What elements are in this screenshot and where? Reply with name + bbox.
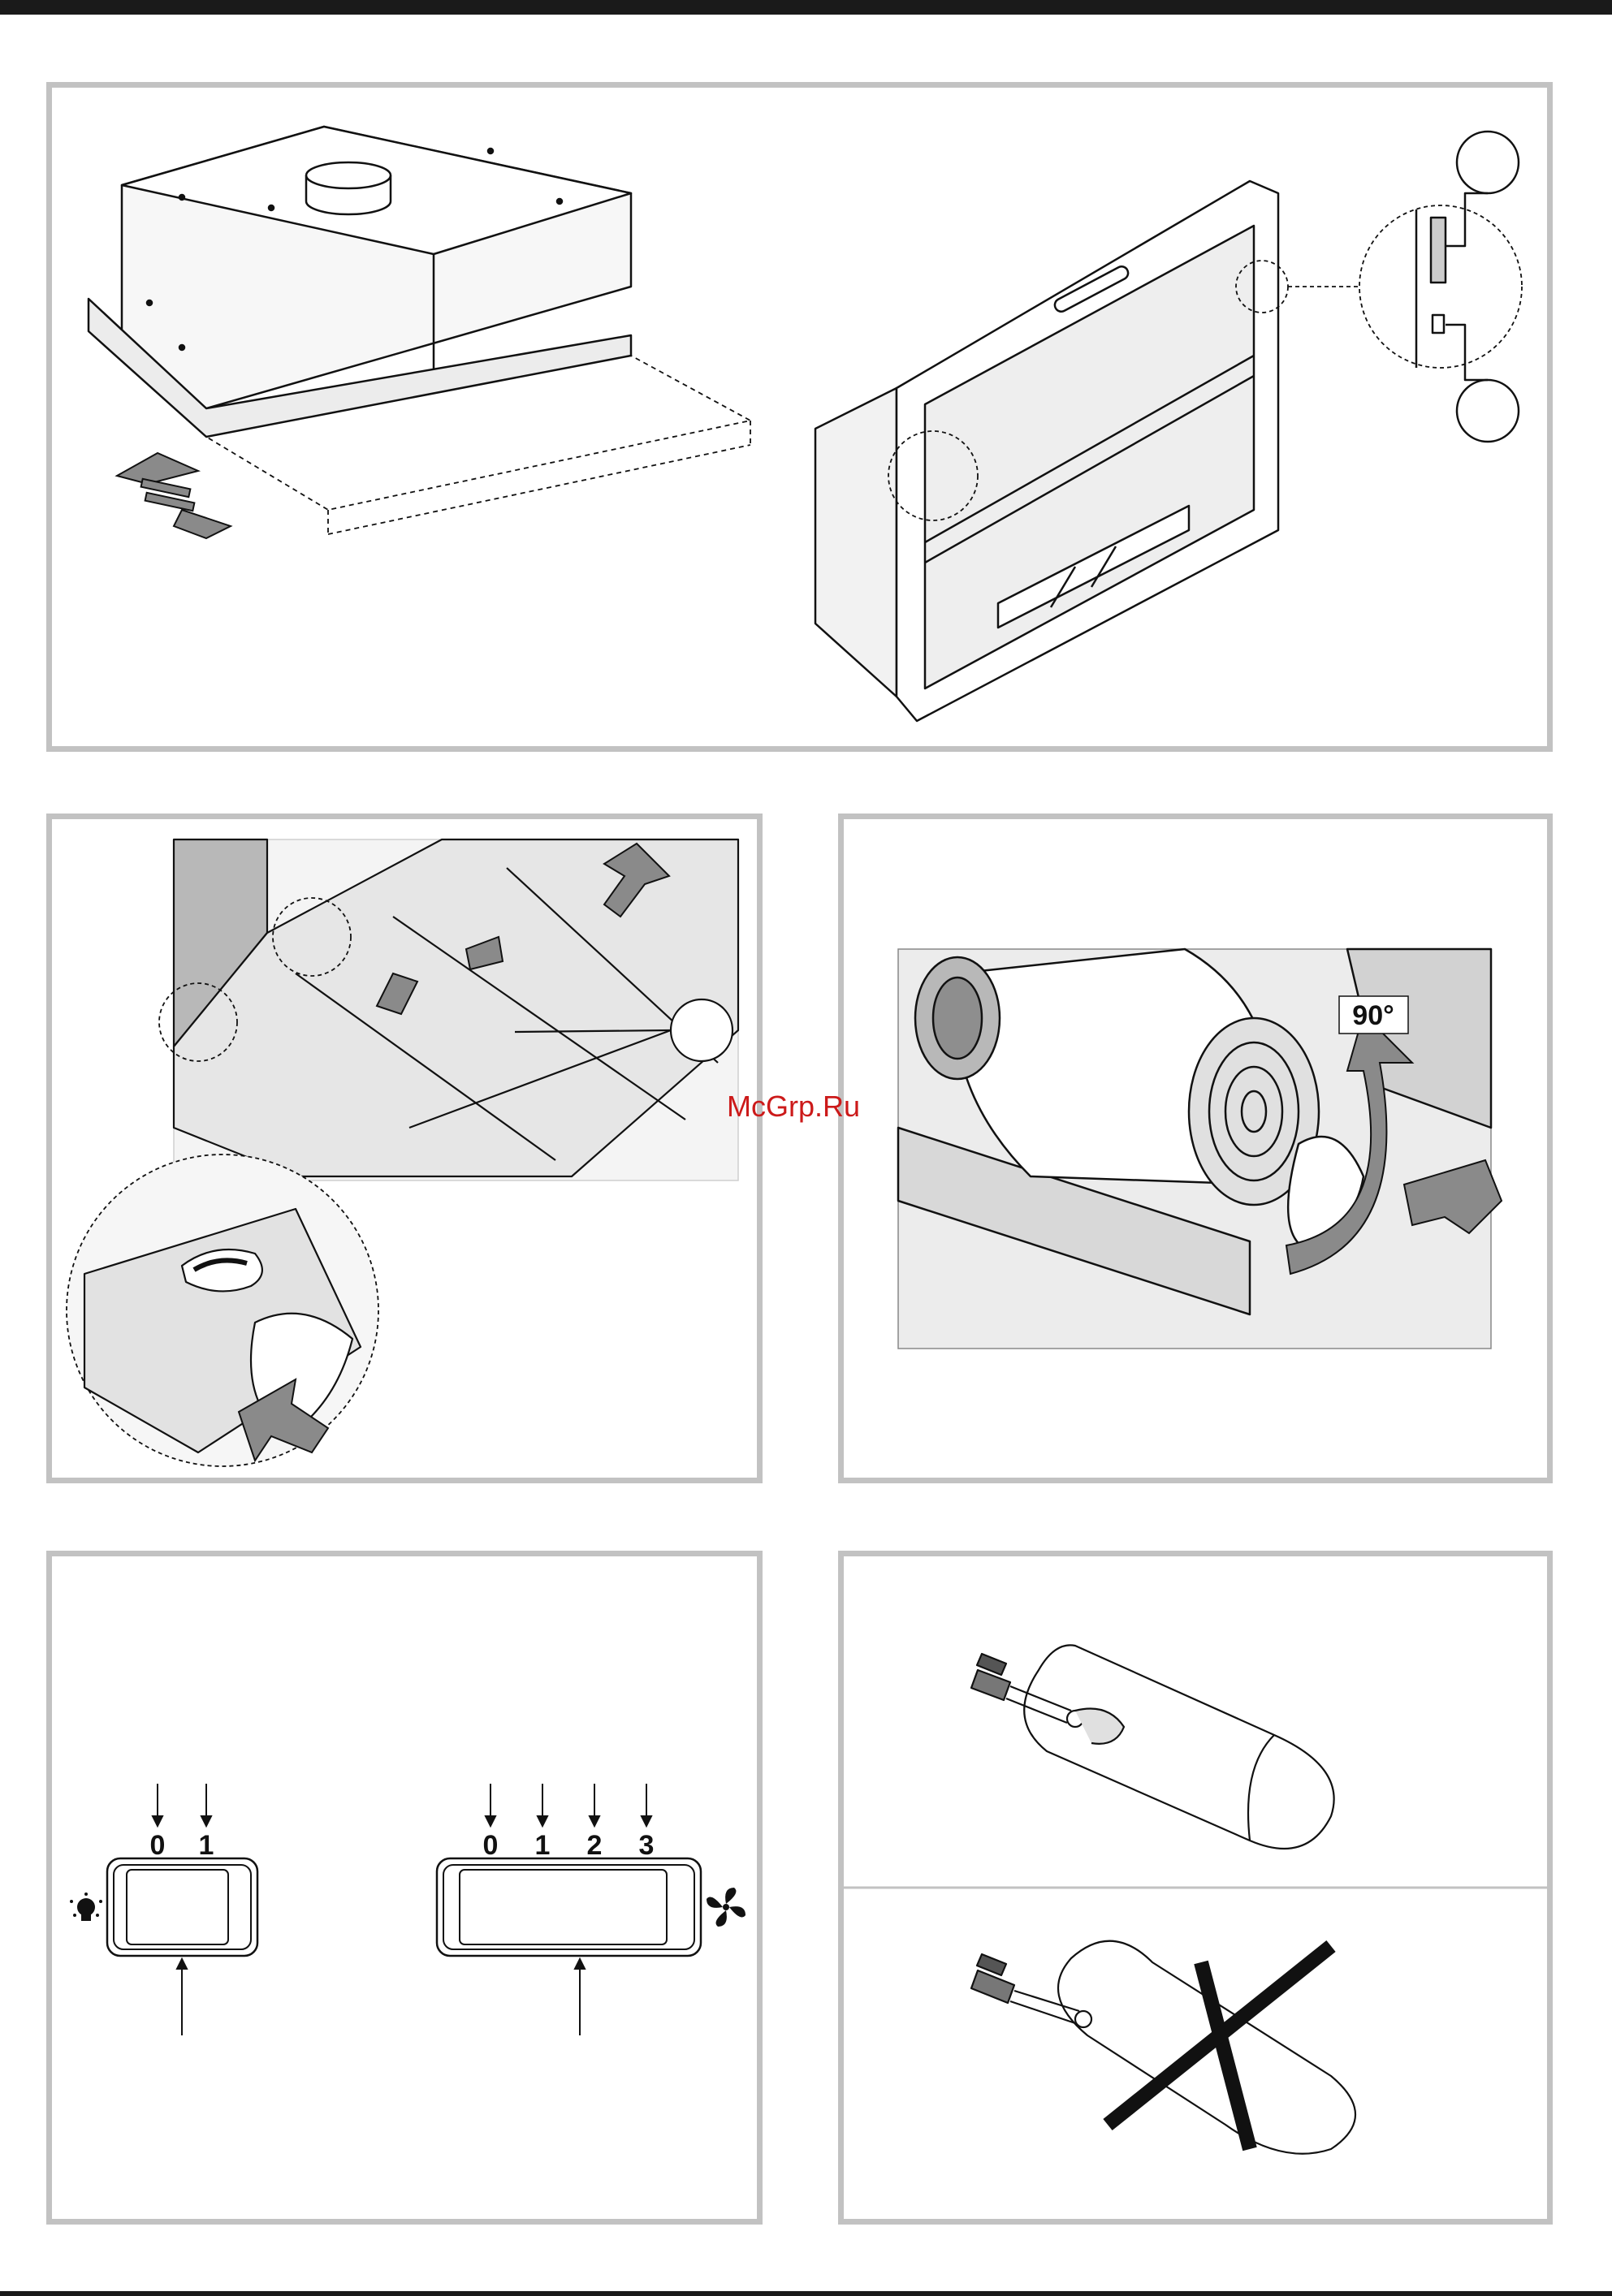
figure-control-switches: 0 1 0 1 2 3 (46, 1551, 763, 2225)
bulb-replacement-drawing (844, 1556, 1547, 2219)
crossed-out-bulb-illustration (971, 1941, 1355, 2154)
figure-hood-overview (46, 82, 1553, 752)
hood-overview-drawing (52, 88, 1547, 746)
fan-switch-position-2: 2 (587, 1830, 603, 1861)
bulb-held-by-base-illustration (971, 1645, 1334, 1849)
figure-charcoal-filter-rotate: 90° (838, 814, 1553, 1483)
fan-switch-position-0: 0 (483, 1830, 499, 1861)
light-switch-position-1: 1 (199, 1830, 214, 1861)
top-rule (0, 0, 1612, 15)
angle-label: 90° (1352, 1000, 1394, 1031)
charcoal-filter-drawing: 90° (844, 819, 1547, 1478)
figure-filter-removal (46, 814, 763, 1483)
watermark: McGrp.Ru (727, 1090, 860, 1124)
control-switches-drawing: 0 1 0 1 2 3 (52, 1556, 757, 2219)
fan-switch-position-1: 1 (535, 1830, 551, 1861)
filter-removal-drawing (52, 819, 757, 1478)
light-bulb-icon (70, 1892, 102, 1921)
fan-icon (707, 1888, 745, 1927)
bottom-rule (0, 2291, 1612, 2296)
fan-switch-position-3: 3 (639, 1830, 655, 1861)
figure-bulb-replacement (838, 1551, 1553, 2225)
light-switch-position-0: 0 (150, 1830, 166, 1861)
